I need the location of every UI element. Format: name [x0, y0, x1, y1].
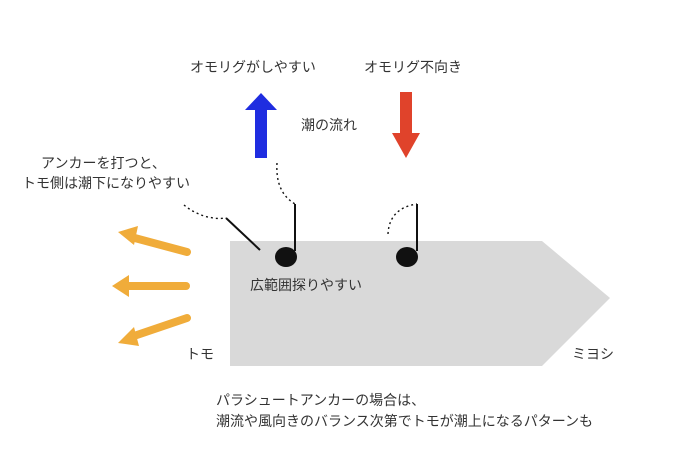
anchor-label-line2: トモ側は潮下になりやすい — [22, 176, 190, 192]
fishing-lines — [183, 162, 418, 267]
stern-label: トモ — [186, 347, 214, 363]
anchor-rope — [225, 217, 261, 251]
current-arrows — [112, 226, 191, 346]
anchor-label-line1: アンカーを打つと、 — [41, 156, 166, 172]
bow-label: ミヨシ — [572, 347, 614, 363]
blue-up-arrow — [245, 93, 277, 158]
bad-sinker-label: オモリグ不向き — [364, 60, 462, 76]
current-arrow-middle — [112, 275, 190, 297]
front-sinker — [396, 247, 418, 267]
current-label: 潮の流れ — [301, 118, 357, 134]
note-line2: 潮流や風向きのバランス次第でトモが潮上になるパターンも — [216, 414, 594, 430]
note-line1: パラシュートアンカーの場合は、 — [216, 393, 426, 409]
dotted-line-rear — [276, 162, 296, 205]
current-arrow-upper — [118, 226, 191, 256]
rear-sinker — [275, 247, 297, 267]
red-down-arrow — [392, 92, 420, 158]
good-sinker-label: オモリグがしやすい — [190, 60, 316, 76]
dotted-drift-line-left — [183, 204, 227, 220]
current-arrow-lower — [118, 314, 191, 346]
boat-hull — [230, 241, 610, 366]
wide-range-label: 広範囲探りやすい — [250, 278, 362, 294]
dotted-line-front — [387, 203, 418, 235]
